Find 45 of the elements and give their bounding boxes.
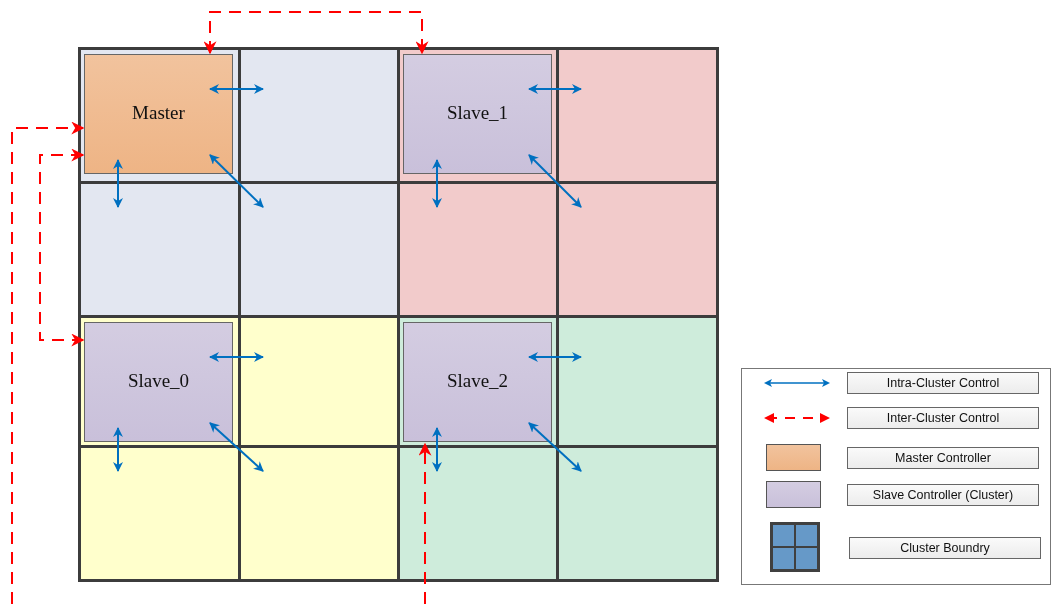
controller-box	[84, 54, 233, 174]
grid-cell	[397, 445, 559, 582]
arrow	[209, 84, 264, 94]
arrow	[528, 84, 582, 94]
legend-label: Intra-Cluster Control	[847, 372, 1039, 394]
arrow	[418, 442, 432, 604]
arrow	[432, 159, 442, 208]
arrow	[39, 148, 85, 347]
grid-cell	[78, 181, 241, 318]
legend-label: Master Controller	[847, 447, 1039, 469]
arrow	[203, 11, 429, 55]
grid-cell	[556, 181, 719, 318]
controller-box	[84, 322, 233, 442]
grid-cell	[397, 315, 559, 448]
grid-cell	[556, 445, 719, 582]
grid-cell	[556, 315, 719, 448]
grid-cell	[78, 315, 241, 448]
controller-box	[403, 54, 552, 174]
controller-label: Slave_1	[446, 102, 509, 124]
arrow	[528, 154, 582, 208]
grid-cell	[78, 47, 241, 184]
arrow	[209, 422, 264, 472]
controller-label: Master	[132, 102, 185, 124]
grid-cell	[556, 47, 719, 184]
arrow	[209, 352, 264, 362]
grid-cell	[78, 445, 241, 582]
controller-label: Slave_2	[446, 370, 509, 392]
controller-box	[403, 322, 552, 442]
grid-cell	[238, 315, 400, 448]
grid-cell	[238, 181, 400, 318]
legend-label: Cluster Boundry	[849, 537, 1041, 559]
grid-cell	[397, 47, 559, 184]
arrow	[528, 422, 582, 472]
legend-label: Slave Controller (Cluster)	[847, 484, 1039, 506]
arrow	[11, 121, 85, 604]
arrow	[528, 352, 582, 362]
controller-label: Slave_0	[127, 370, 190, 392]
legend-label: Inter-Cluster Control	[847, 407, 1039, 429]
grid-cell	[397, 181, 559, 318]
arrow	[432, 427, 442, 472]
arrow	[209, 154, 264, 208]
arrow	[113, 159, 123, 208]
arrow	[113, 427, 123, 472]
grid-cell	[238, 47, 400, 184]
grid-cell	[238, 445, 400, 582]
